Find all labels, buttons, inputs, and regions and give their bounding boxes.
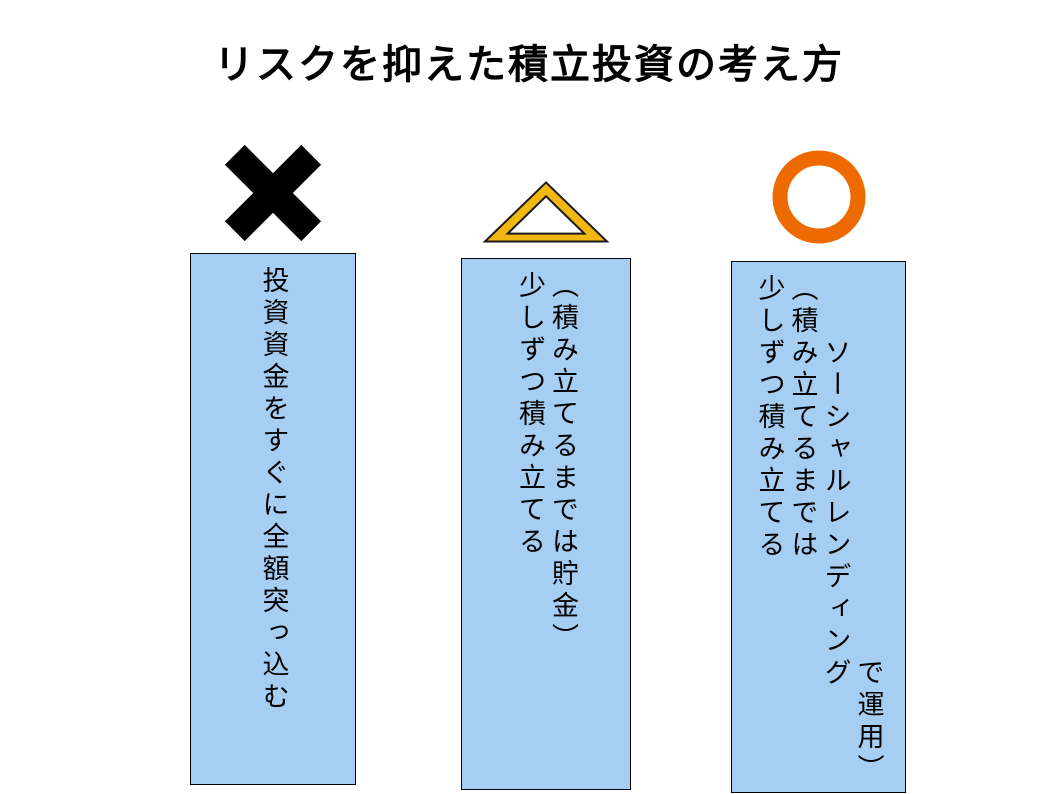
- bad-option-box: 投資資金をすぐに全額突っ込む: [190, 253, 356, 785]
- column-good: 少しずつ積み立てる （積み立てるまでは ソーシャルレンディング で運用）: [731, 128, 906, 793]
- circle-icon: [771, 128, 867, 245]
- fair-option-box: 少しずつ積み立てる （積み立てるまでは貯金）: [461, 258, 631, 790]
- column-bad: 投資資金をすぐに全額突っ込む: [190, 128, 356, 785]
- triangle-icon: [482, 128, 610, 245]
- bad-option-text: 投資資金をすぐに全額突っ込む: [258, 266, 289, 714]
- cross-icon: [221, 128, 325, 245]
- good-option-box: 少しずつ積み立てる （積み立てるまでは ソーシャルレンディング で運用）: [731, 261, 906, 793]
- page-title: リスクを抑えた積立投資の考え方: [214, 43, 844, 87]
- fair-option-text: 少しずつ積み立てる （積み立てるまでは貯金）: [515, 271, 578, 655]
- good-option-text: 少しずつ積み立てる （積み立てるまでは ソーシャルレンディング で運用）: [754, 274, 884, 786]
- column-fair: 少しずつ積み立てる （積み立てるまでは貯金）: [461, 128, 631, 790]
